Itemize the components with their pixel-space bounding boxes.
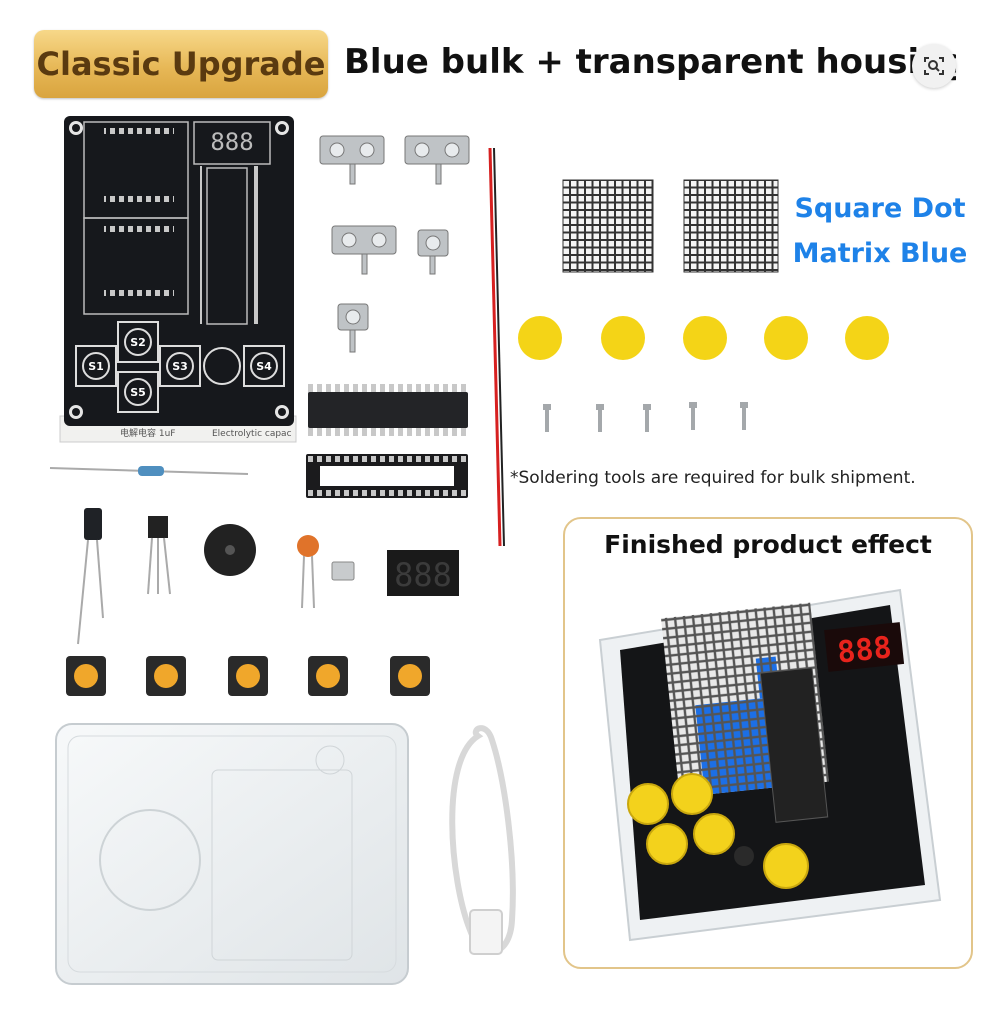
usb-connector [331,561,355,581]
finished-product-frame [563,517,973,969]
classic-upgrade-badge: Classic Upgrade [34,30,328,98]
visual-search-button[interactable] [912,44,956,88]
seven-segment-display: 888 [387,550,459,596]
dot-matrix-left [562,179,654,273]
resistor [49,466,249,476]
battery-clips [319,135,470,353]
svg-text:888: 888 [836,630,894,670]
pcb-display-outline: 888 [210,128,253,156]
pcb-board: S1 S2 S3 S4 S5 888 [64,116,294,426]
ic-socket [306,454,468,498]
transparent-case [55,723,409,985]
pcb-label-s3: S3 [172,360,188,373]
buzzer [204,524,256,576]
paper-label-cn: 电解电容 1uF [120,427,175,439]
paper-label: Electrolytic capac [212,429,292,439]
finished-product-title: Finished product effect [604,530,932,559]
headline: Blue bulk + transparent housing [344,42,956,82]
capacitor [77,508,104,645]
yellow-button-caps [518,316,889,360]
ceramic-capacitor [297,535,319,609]
matrix-label-line1: Square Dot [794,193,966,224]
transistor [147,516,171,595]
pcb-label-s2: S2 [130,336,146,349]
mcu-chip [308,384,468,436]
soldering-note: *Soldering tools are required for bulk s… [510,468,916,488]
matrix-label: Square Dot Matrix Blue [790,186,970,276]
usb-cable [449,725,516,955]
screws [543,402,748,432]
pcb-label-s4: S4 [256,360,272,373]
matrix-label-line2: Matrix Blue [792,238,968,269]
red-black-wire [488,147,505,547]
visual-search-icon [924,57,944,75]
pcb-label-s5: S5 [130,386,146,399]
pcb-label-s1: S1 [88,360,104,373]
finished-product-render: 888 [598,588,942,942]
tactile-switches [66,656,430,696]
dot-matrix-right [683,179,779,273]
svg-text:888: 888 [394,556,452,594]
